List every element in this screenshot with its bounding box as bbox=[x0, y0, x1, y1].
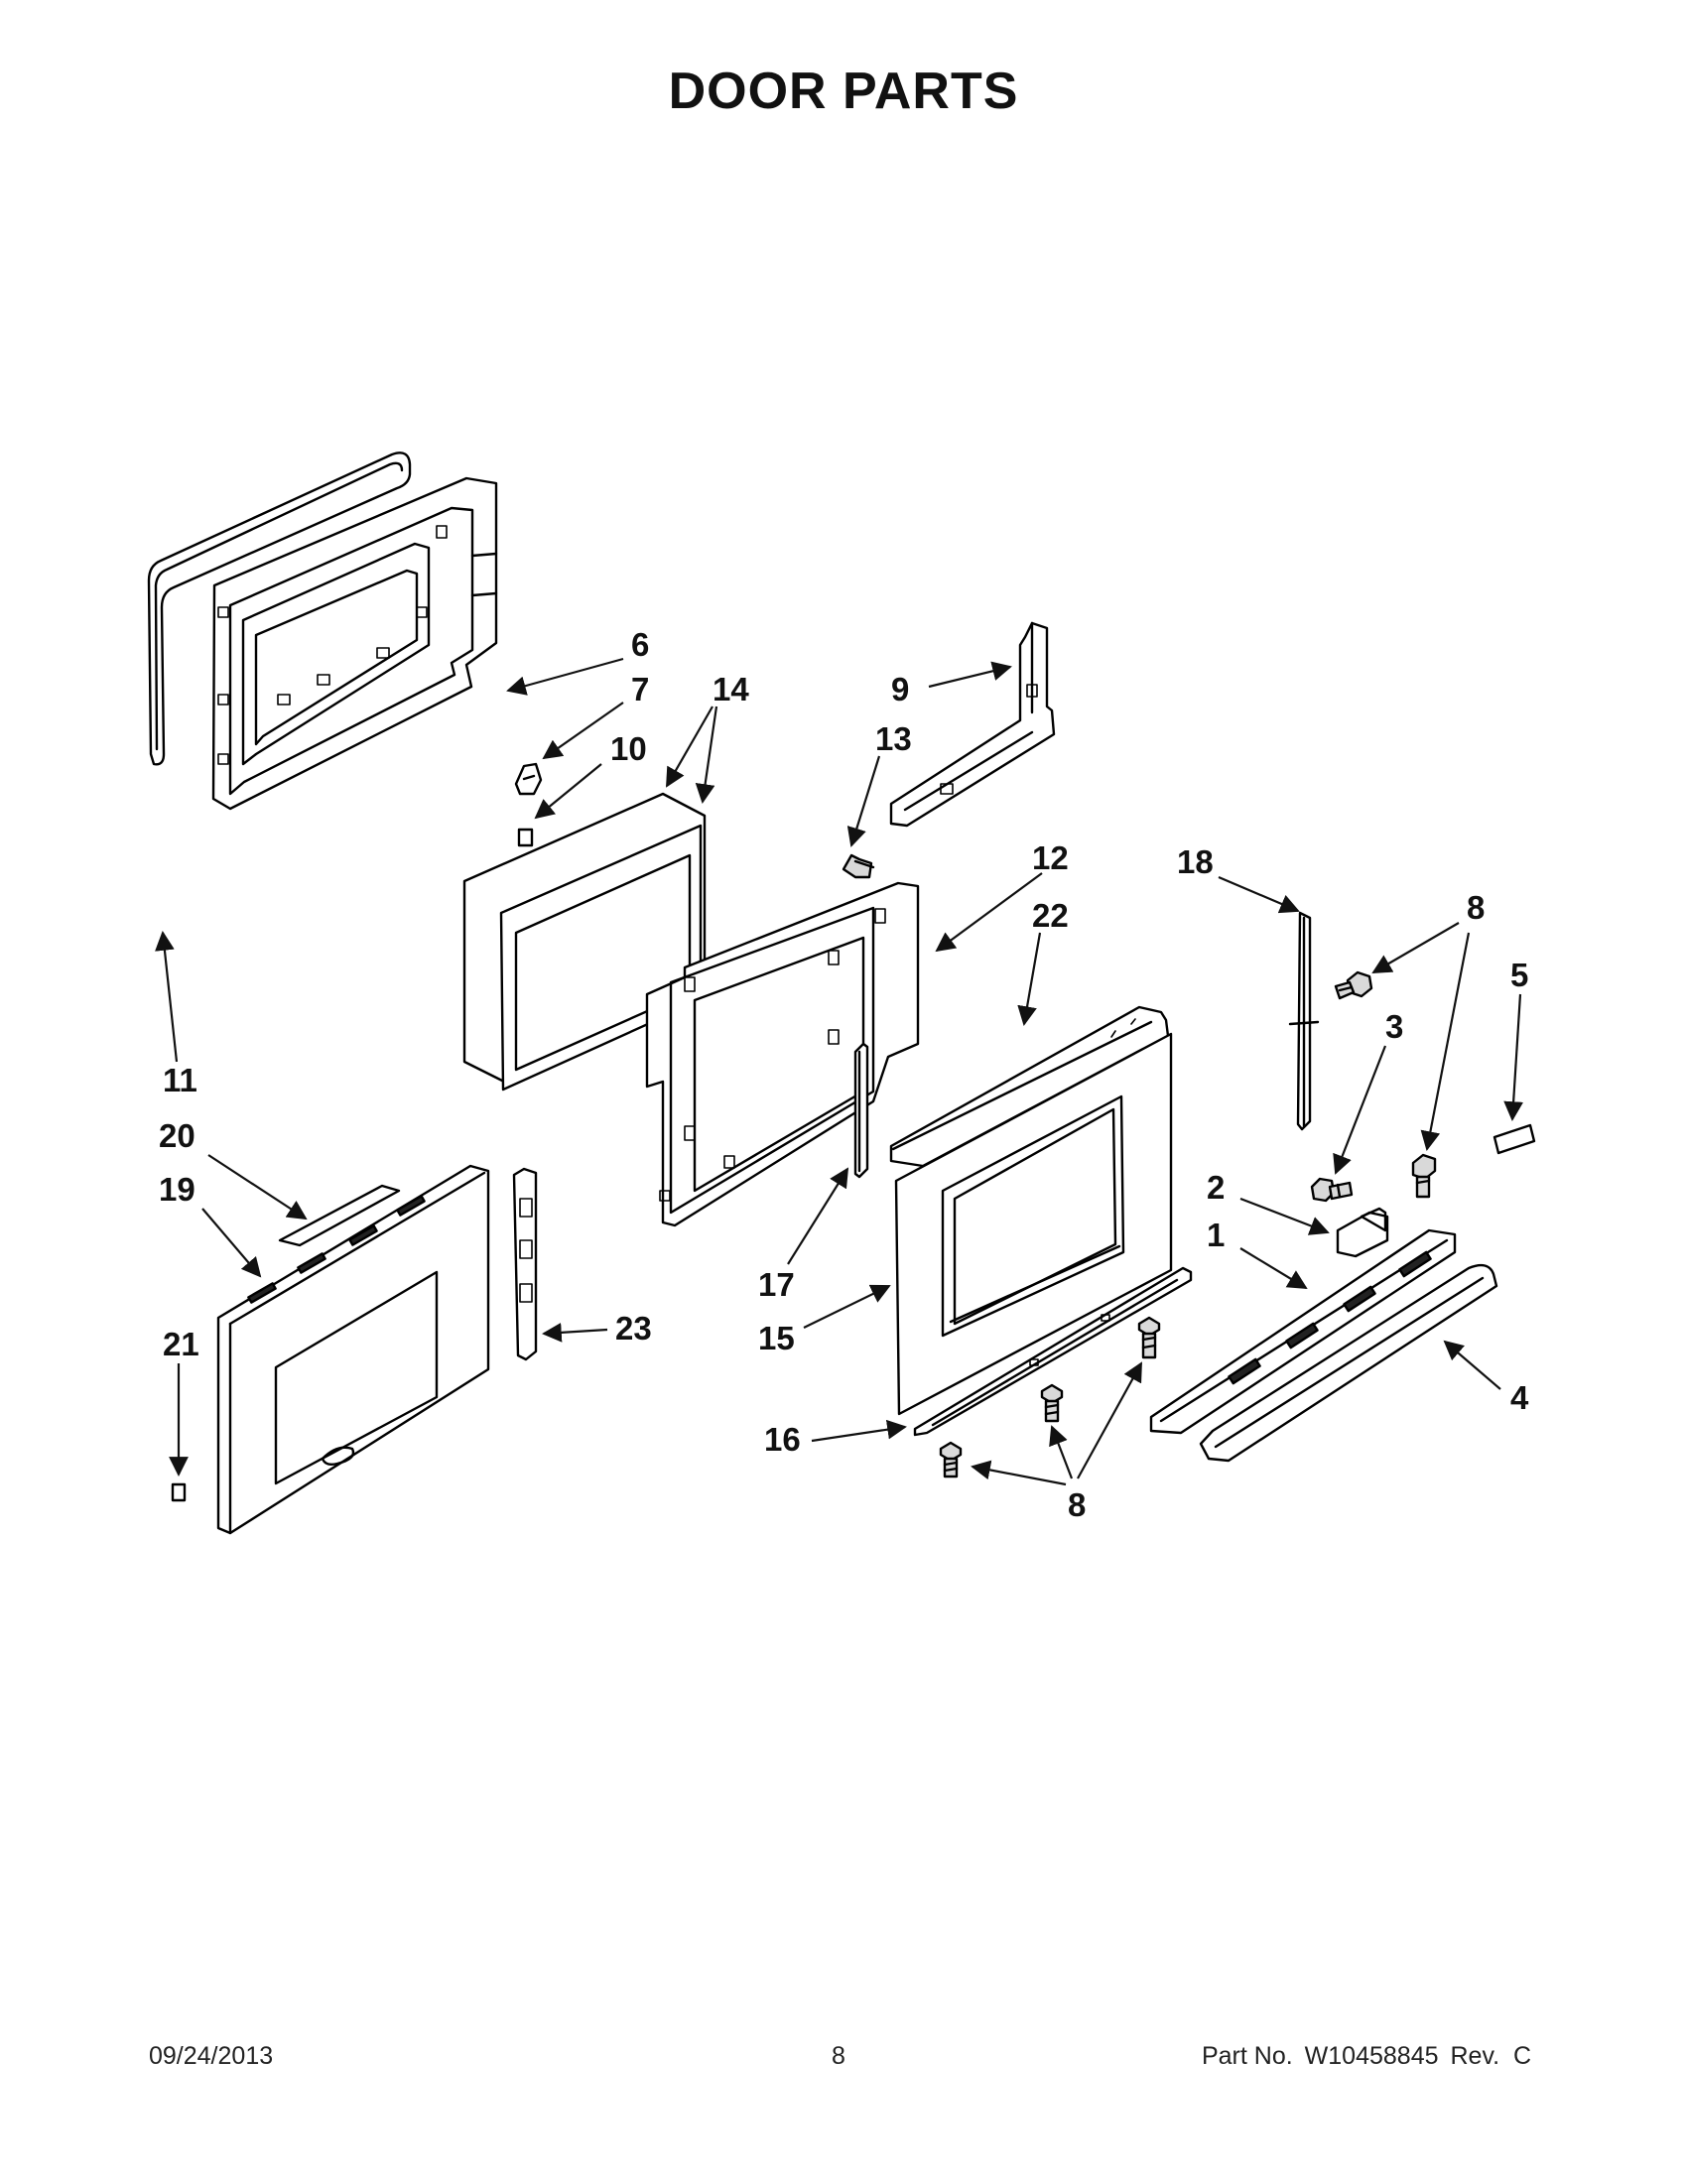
vent-rod-part bbox=[853, 1042, 869, 1179]
footer-revision: Rev. C bbox=[1450, 2042, 1532, 2070]
handle-screw-part bbox=[1310, 1177, 1354, 1203]
callout-19: 19 bbox=[159, 1171, 195, 1208]
door-liner-part bbox=[645, 881, 920, 1227]
footer-part-label: Part No. bbox=[1201, 2042, 1293, 2070]
callout-17: 17 bbox=[758, 1266, 795, 1303]
door-gasket-part bbox=[147, 451, 412, 766]
callout-20: 20 bbox=[159, 1117, 195, 1154]
handle-bracket-part bbox=[1336, 1207, 1389, 1258]
door-vent-trim-part bbox=[1149, 1228, 1457, 1435]
callout-16: 16 bbox=[764, 1421, 801, 1458]
footer-part-number: Part No. W10458845 Rev. C bbox=[1190, 2042, 1531, 2071]
door-bumper-part bbox=[517, 828, 534, 847]
callout-7: 7 bbox=[631, 671, 649, 707]
screw-bottom-2-part bbox=[1040, 1383, 1064, 1423]
callout-13: 13 bbox=[875, 720, 912, 757]
door-bottom-trim-part bbox=[913, 1266, 1193, 1437]
callout-9: 9 bbox=[891, 671, 909, 707]
label-part bbox=[1492, 1123, 1536, 1155]
door-insulation-part bbox=[889, 621, 1056, 828]
hinge-clip-part bbox=[514, 762, 543, 796]
footer-date: 09/24/2013 bbox=[149, 2042, 274, 2070]
callout-18: 18 bbox=[1177, 843, 1214, 880]
callout-10: 10 bbox=[610, 730, 647, 767]
screw-part bbox=[842, 853, 875, 879]
door-foot-part bbox=[171, 1482, 187, 1502]
side-bracket-part bbox=[1288, 911, 1320, 1131]
callout-6: 6 bbox=[631, 626, 649, 663]
screw-upper-part bbox=[1334, 970, 1373, 1000]
footer-page-number: 8 bbox=[832, 2042, 845, 2070]
door-trim-strip-part bbox=[278, 1184, 401, 1247]
screw-bottom-1-part bbox=[939, 1441, 963, 1478]
outer-door-part bbox=[216, 1164, 490, 1535]
callout-3: 3 bbox=[1385, 1008, 1403, 1045]
callout-15: 15 bbox=[758, 1320, 795, 1356]
leader-lines bbox=[155, 657, 1524, 1486]
page-title: DOOR PARTS bbox=[668, 63, 1019, 120]
callout-2: 2 bbox=[1207, 1169, 1225, 1206]
callout-11: 11 bbox=[163, 1062, 197, 1098]
door-glass-part bbox=[462, 792, 707, 1092]
callout-4: 4 bbox=[1510, 1379, 1529, 1416]
callout-1: 1 bbox=[1207, 1217, 1225, 1253]
callout-5: 5 bbox=[1510, 957, 1528, 993]
screw-bottom-3-part bbox=[1137, 1316, 1161, 1359]
door-side-bracket-part bbox=[512, 1167, 538, 1361]
footer-part-number-value: W10458845 bbox=[1304, 2042, 1439, 2070]
inner-door-frame-part bbox=[211, 476, 498, 811]
door-handle-part bbox=[1199, 1263, 1498, 1463]
callout-8-upper: 8 bbox=[1467, 889, 1485, 926]
callout-14: 14 bbox=[713, 671, 749, 707]
screw-mid-right-part bbox=[1411, 1153, 1437, 1199]
outer-door-panel-part bbox=[894, 1032, 1173, 1416]
callout-23: 23 bbox=[615, 1310, 652, 1347]
callout-12: 12 bbox=[1032, 839, 1069, 876]
callout-21: 21 bbox=[163, 1326, 199, 1362]
callout-22: 22 bbox=[1032, 897, 1069, 934]
callout-8-lower: 8 bbox=[1068, 1486, 1086, 1523]
